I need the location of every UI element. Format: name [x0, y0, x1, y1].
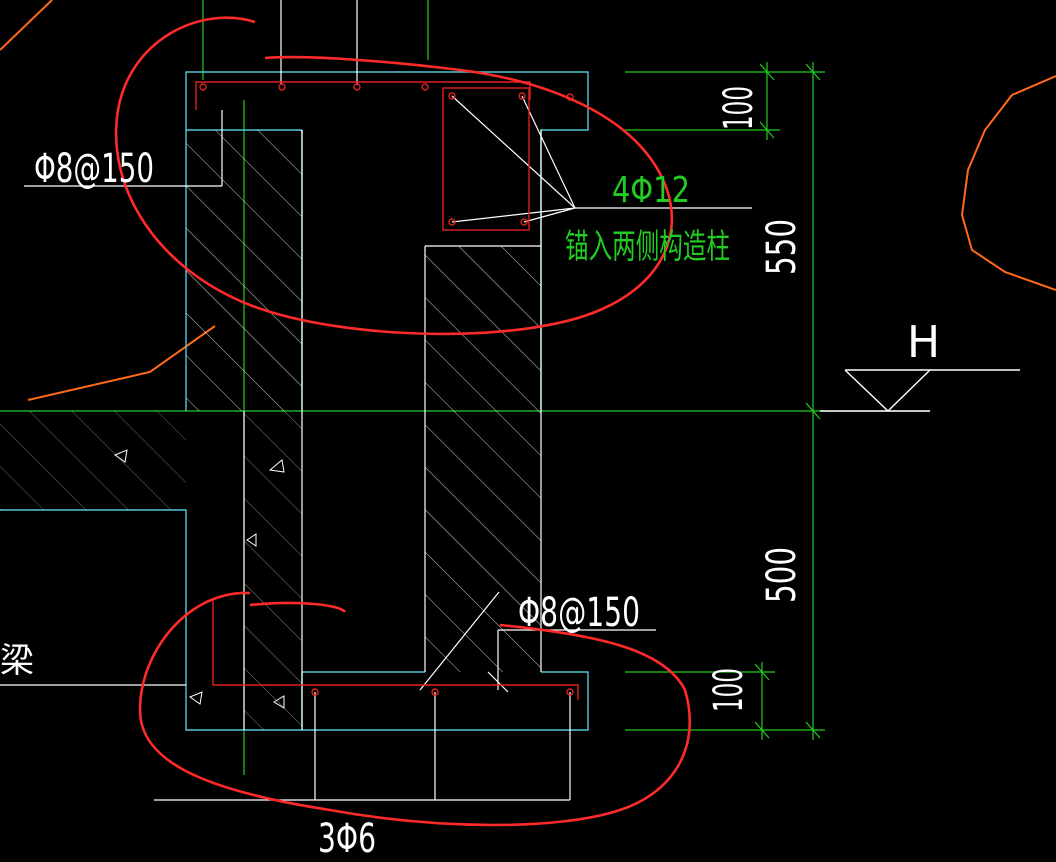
dim-bottom-slab: 100: [706, 668, 752, 712]
aggregate-marks: [113, 449, 285, 709]
level-mark-label: H: [907, 317, 940, 368]
hatched-walls: [0, 130, 541, 730]
anchor-note-label: 锚入两侧构造柱: [565, 227, 730, 267]
annotation-labels: Φ8@150 4Φ12 锚入两侧构造柱 Φ8@150 3Φ6 梁 H: [0, 146, 940, 862]
dimension-labels: 100 550 500 100: [706, 86, 805, 712]
bottom-bars-label: 3Φ6: [318, 816, 376, 862]
dim-upper-segment: 550: [759, 219, 805, 275]
dim-lower-segment: 500: [759, 547, 805, 603]
rebar: [195, 81, 579, 700]
beam-label: 梁: [0, 641, 34, 681]
level-symbol: [820, 369, 1020, 412]
stirrup-bottom-label: Φ8@150: [518, 590, 640, 636]
dim-top-slab: 100: [716, 86, 762, 130]
dimension-lines: [625, 62, 825, 740]
stirrup-top-label: Φ8@150: [34, 146, 154, 192]
review-markup: [114, 16, 692, 827]
wall-lines: [0, 0, 752, 801]
top-bars-label: 4Φ12: [612, 170, 690, 211]
